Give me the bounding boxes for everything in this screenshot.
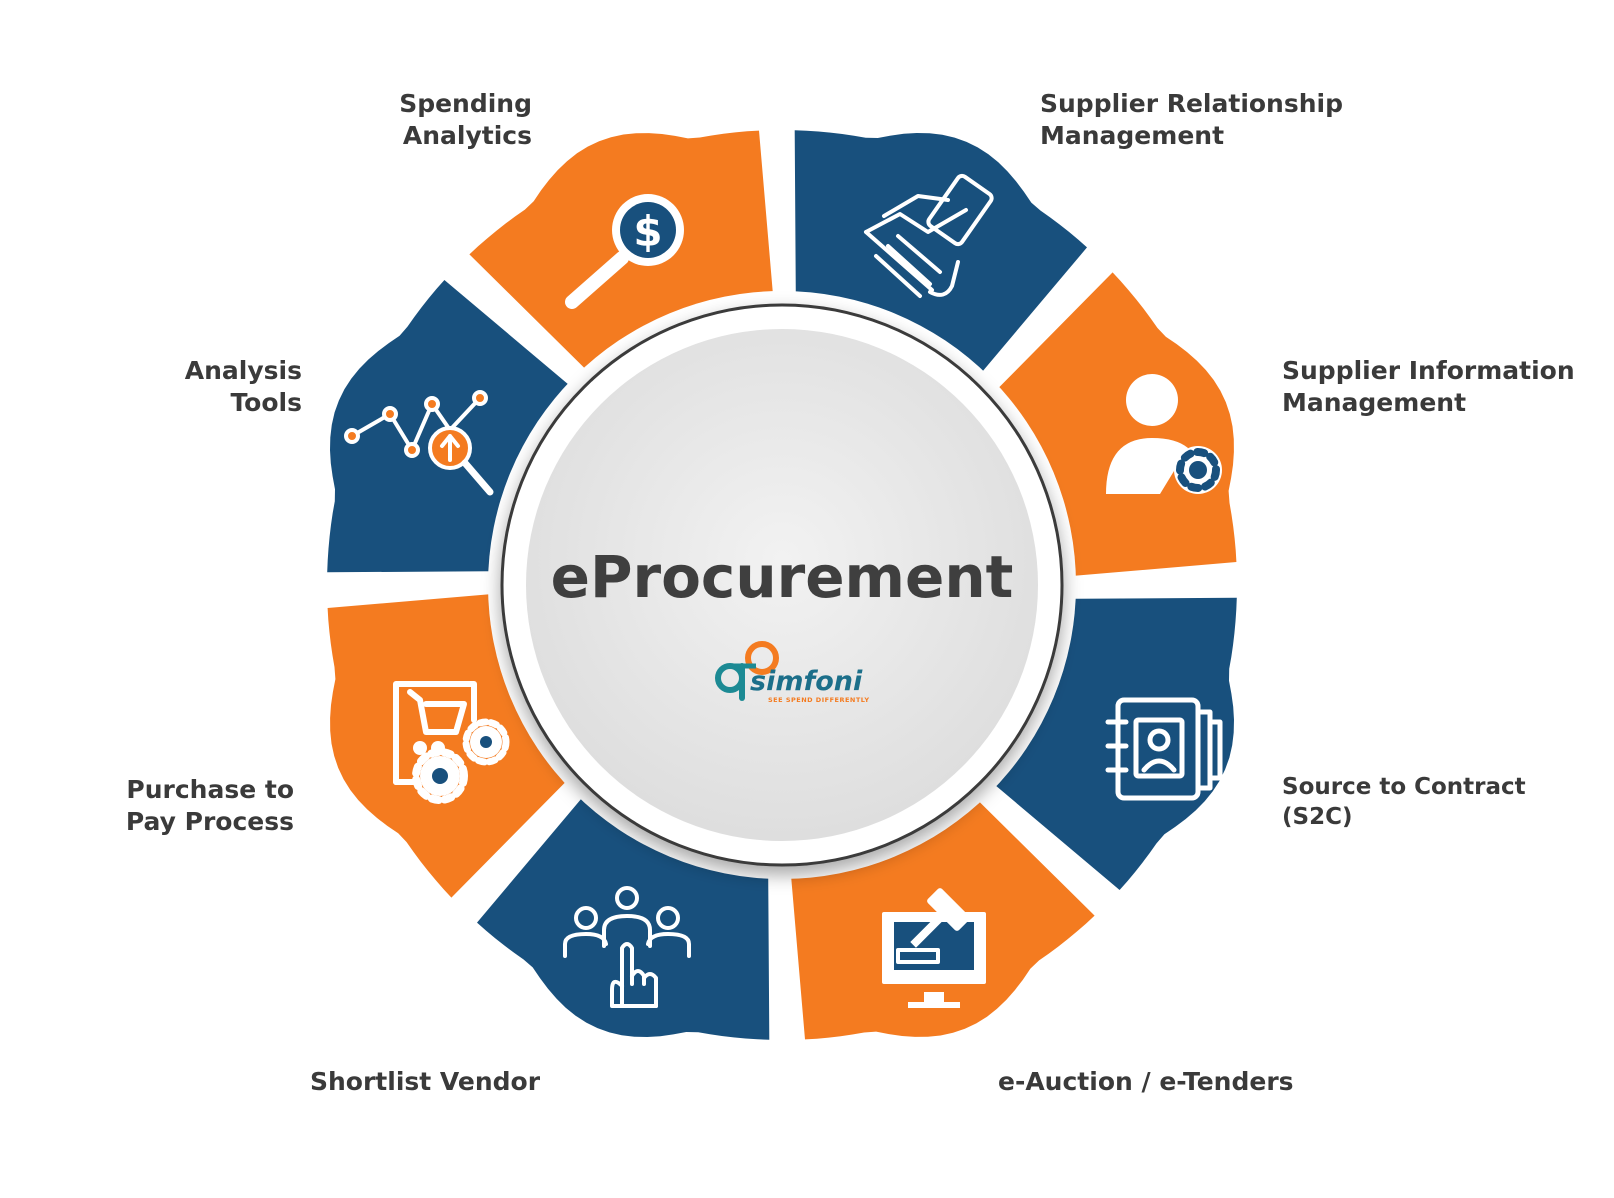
- label-purchase-to-pay-process: Purchase to Pay Process: [90, 774, 294, 838]
- label-line: Management: [1040, 121, 1225, 150]
- label-line: Analysis: [184, 356, 302, 385]
- label-line: Source to Contract: [1282, 774, 1526, 800]
- simfoni-logo: simfoni SEE SPEND DIFFERENTLY: [715, 641, 870, 704]
- contact-book-icon: [1105, 697, 1223, 801]
- label-spending-analytics: Spending Analytics: [320, 88, 532, 152]
- label-supplier-relationship-management: Supplier Relationship Management: [1040, 88, 1343, 152]
- handshake-icon: [864, 173, 994, 298]
- label-line: Spending: [399, 89, 532, 118]
- label-shortlist-vendor: Shortlist Vendor: [310, 1066, 540, 1098]
- user-gear-icon: [1106, 374, 1222, 494]
- label-line: (S2C): [1282, 804, 1353, 830]
- label-source-to-contract: Source to Contract (S2C): [1282, 772, 1526, 832]
- label-line: e-Auction / e-Tenders: [998, 1067, 1294, 1096]
- hub-title: eProcurement: [551, 543, 1014, 611]
- label-line: Pay Process: [125, 807, 294, 836]
- logo-tagline: SEE SPEND DIFFERENTLY: [768, 696, 870, 704]
- gavel-monitor-icon: [882, 888, 986, 1008]
- chart-magnifier-icon: [344, 390, 494, 496]
- label-line: Tools: [230, 388, 302, 417]
- label-line: Supplier Relationship: [1040, 89, 1344, 118]
- dollar-magnifier-icon: $: [565, 194, 684, 309]
- label-supplier-information-management: Supplier Information Management: [1282, 355, 1575, 419]
- cart-gears-icon: [393, 681, 510, 804]
- label-e-auction-e-tenders: e-Auction / e-Tenders: [998, 1066, 1294, 1098]
- label-analysis-tools: Analysis Tools: [140, 355, 302, 419]
- label-line: Shortlist Vendor: [310, 1067, 541, 1096]
- hub-circle: [526, 329, 1038, 841]
- label-line: Analytics: [402, 121, 532, 150]
- people-select-icon: [563, 886, 691, 1008]
- svg-text:$: $: [633, 207, 662, 256]
- label-line: Purchase to: [126, 775, 294, 804]
- label-line: Management: [1282, 388, 1467, 417]
- logo-wordmark: simfoni: [750, 666, 863, 697]
- label-line: Supplier Information: [1282, 356, 1575, 385]
